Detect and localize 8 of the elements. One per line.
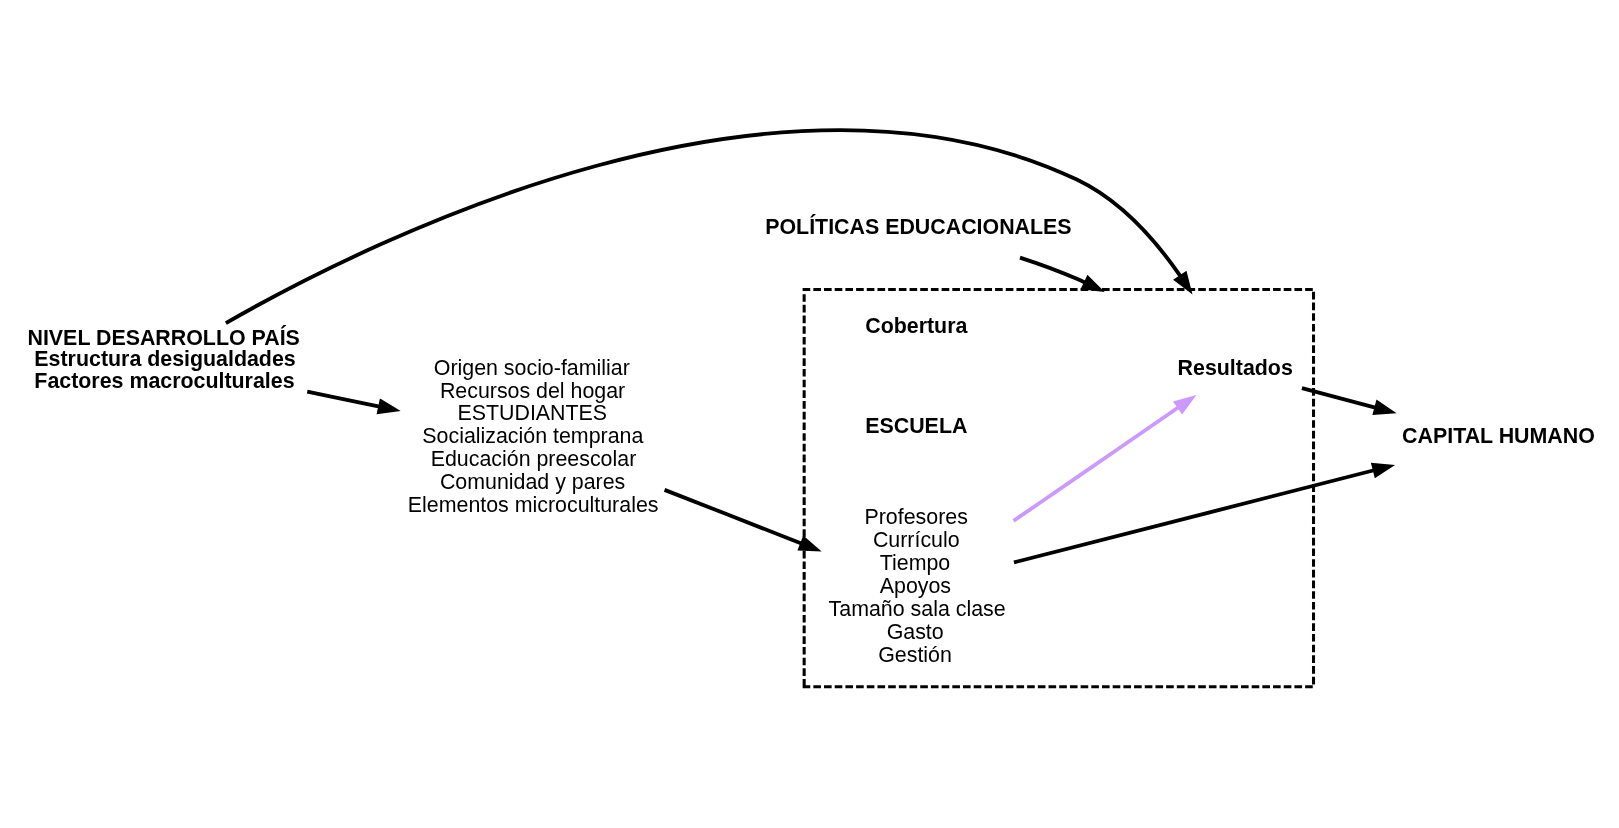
node-text: Profesores Currículo Tiempo Apoyos Tamaño sala clase Gasto Gestión	[828, 504, 1006, 667]
node-text: Cobertura	[865, 313, 968, 338]
node-text: Origen socio-familiar Recursos del hogar ESTUDIANTES Socialización temprana Educación preescolar Comunidad y pares Elementos microculturales	[407, 355, 659, 517]
node-text: ESCUELA	[865, 413, 968, 438]
node-text: POLÍTICAS EDUCACIONALES	[765, 214, 1072, 239]
node-text: Resultados	[1177, 355, 1293, 380]
node-text: CAPITAL HUMANO	[1402, 423, 1595, 448]
node-text: NIVEL DESARROLLO PAÍS Estructura desigualdades Factores macroculturales	[27, 325, 300, 393]
